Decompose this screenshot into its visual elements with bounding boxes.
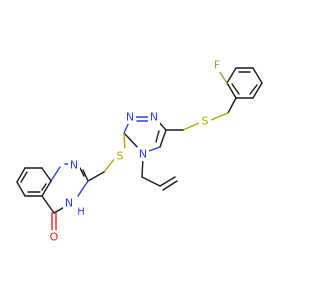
- sulfur-atom-left: S: [117, 150, 124, 163]
- quinazoline-n1-atom: N: [70, 159, 78, 172]
- triazole-n1-atom: N: [150, 111, 158, 124]
- hydrogen-atom: H: [77, 207, 85, 218]
- sulfur-atom-right: S: [202, 115, 209, 128]
- triazole-n2-atom: N: [126, 111, 134, 124]
- quinazoline-nh-atom: N: [65, 197, 73, 210]
- atom-labels: F S N N N S N N H O: [48, 58, 224, 244]
- triazole-n4-atom: N: [139, 148, 147, 161]
- oxygen-atom: O: [50, 231, 59, 244]
- molecule-structure: F S N N N S N N H O: [16, 58, 263, 244]
- fluorine-atom: F: [214, 59, 220, 72]
- fluorophenyl-ring: [226, 67, 263, 99]
- quinazolinone-rings: [16, 163, 89, 231]
